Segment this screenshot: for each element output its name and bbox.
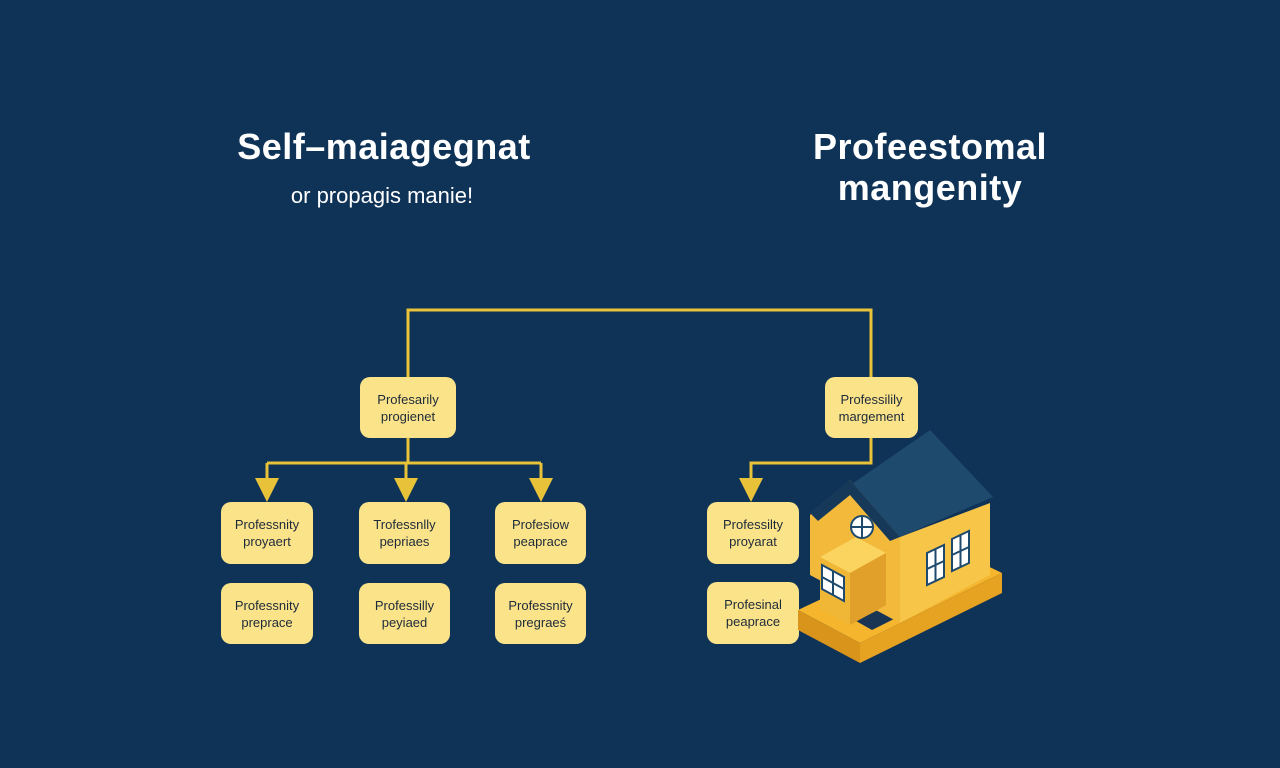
right-root-node: Professilily margement bbox=[825, 377, 918, 438]
left-root-node: Profesarily progienet bbox=[360, 377, 456, 438]
right-node-1: Professilty proyarat bbox=[707, 502, 799, 564]
professional-title-line2: mangenity bbox=[837, 167, 1023, 209]
left-node-r1c3: Profesiow peaprace bbox=[495, 502, 586, 564]
house-icon bbox=[798, 430, 1002, 663]
left-node-r1c2: Trofessnlly pepriaes bbox=[359, 502, 450, 564]
node-line1: Profesinal bbox=[724, 597, 782, 612]
node-line1: Professilly bbox=[374, 597, 435, 613]
self-management-title: Self–maiagegnat bbox=[237, 126, 531, 167]
right-node-2: Profesinal peaprace bbox=[707, 582, 799, 644]
node-line1: Profesiow bbox=[511, 517, 570, 532]
node-line1: Professnity bbox=[234, 597, 300, 613]
node-line2: proyarat bbox=[729, 534, 777, 549]
left-node-r2c1: Professnity preprace bbox=[221, 583, 313, 644]
node-line1: Professnity bbox=[234, 517, 300, 532]
node-line2: pregraeś bbox=[514, 614, 567, 630]
node-line2: peaprace bbox=[513, 534, 568, 549]
node-line2: peyiaed bbox=[381, 614, 428, 630]
left-node-r1c1: Professnity proyaert bbox=[221, 502, 313, 564]
professional-title-line1: Profeestomal bbox=[812, 126, 1048, 167]
left-node-r2c3: Professnity pregraeś bbox=[495, 583, 586, 644]
node-line2: pepriaes bbox=[379, 534, 430, 549]
node-line1: Profesarily bbox=[377, 391, 439, 407]
node-line2: peaprace bbox=[725, 614, 781, 629]
node-line2: margement bbox=[838, 408, 905, 424]
professional-management-title: Profeestomal mangenity bbox=[720, 126, 1140, 209]
top-connector bbox=[406, 308, 873, 377]
node-line2: progienet bbox=[380, 408, 436, 424]
node-line1: Professilty bbox=[723, 517, 783, 532]
node-line1: Trofessnlly bbox=[373, 517, 436, 532]
node-line2: preprace bbox=[241, 614, 293, 630]
node-line1: Professnity bbox=[508, 597, 573, 613]
self-management-subtitle: or propagis manie! bbox=[290, 183, 474, 208]
node-line2: proyaert bbox=[243, 534, 291, 549]
node-line1: Professilily bbox=[840, 391, 903, 407]
left-node-r2c2: Professilly peyiaed bbox=[359, 583, 450, 644]
right-branch bbox=[739, 437, 873, 502]
